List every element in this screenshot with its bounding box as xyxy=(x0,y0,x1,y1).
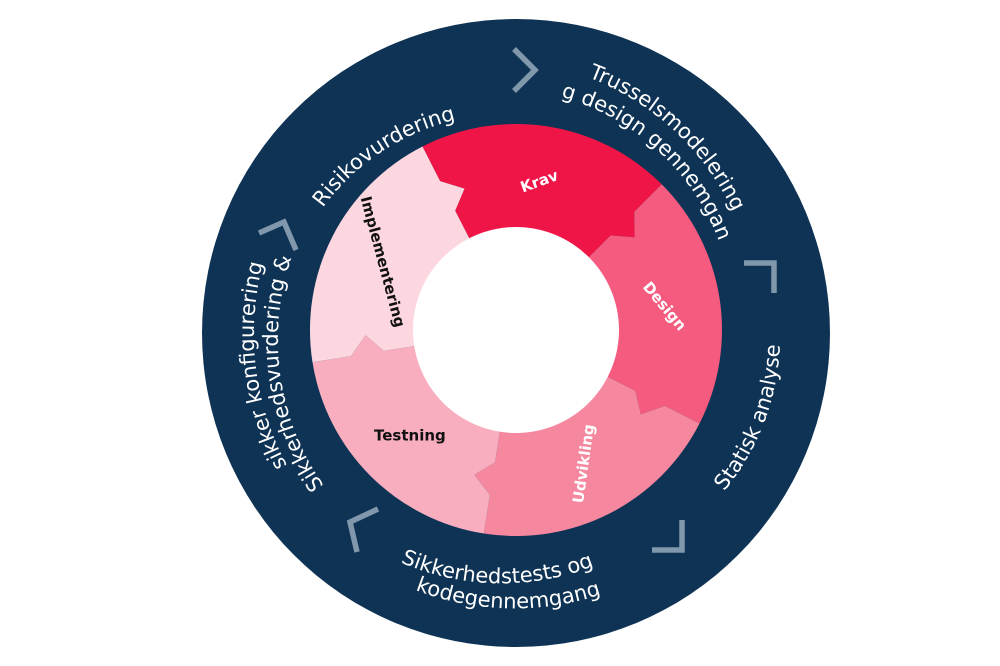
segment-krav xyxy=(422,124,662,263)
center-circle xyxy=(413,227,619,433)
segment-testning xyxy=(312,335,502,534)
chevron-left-icon xyxy=(257,218,299,252)
segment-udvikling xyxy=(474,373,700,537)
segment-implementering xyxy=(309,146,473,363)
inner-ring xyxy=(309,124,722,537)
label-testning: Testning xyxy=(374,427,446,445)
segment-design xyxy=(583,184,722,424)
chevron-bottom-left-icon xyxy=(346,506,380,553)
chevron-bottom-right-icon xyxy=(652,520,685,553)
chevron-right-icon xyxy=(744,260,777,293)
chevron-top-icon xyxy=(512,47,539,93)
